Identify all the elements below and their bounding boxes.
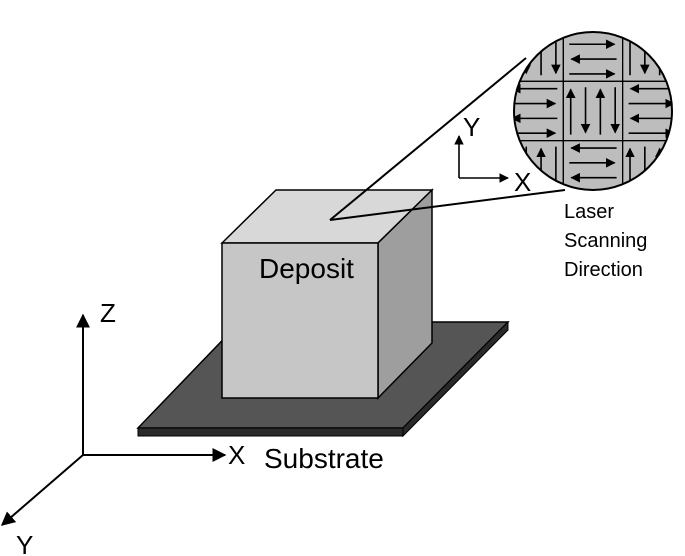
laser-label-line2: Scanning	[564, 230, 647, 252]
substrate-label: Substrate	[264, 443, 384, 474]
inset-y-axis-label: Y	[463, 112, 480, 142]
deposit-label: Deposit	[259, 253, 354, 284]
z-axis-label: Z	[100, 298, 116, 328]
inset-x-axis-label: X	[514, 167, 531, 197]
cube-front-face	[221, 242, 379, 399]
y-axis-label: Y	[16, 530, 33, 556]
main-axes	[0, 313, 227, 526]
substrate-front-edge	[137, 427, 404, 437]
deposit-cube	[220, 188, 434, 400]
laser-label-line1: Laser	[564, 201, 614, 223]
x-axis-label: X	[228, 440, 245, 470]
substrate-side-edge	[402, 320, 509, 438]
scan-pattern-inset	[513, 31, 673, 191]
inset-axes	[454, 135, 509, 183]
zoom-callout-lines	[329, 57, 566, 221]
y-axis-arrow	[0, 454, 84, 526]
laser-label-line3: Direction	[564, 259, 643, 281]
